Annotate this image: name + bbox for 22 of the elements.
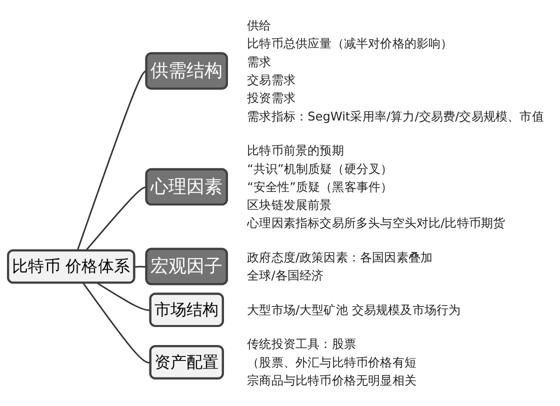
node-label: 需求指标：SegWit采用率/算力/交易费/交易规模、市值 <box>247 109 544 124</box>
node-label: 比特币总供应量（减半对价格的影响） <box>247 36 453 51</box>
node-label: “安全性”质疑（黑客事件） <box>247 180 393 194</box>
connector <box>134 266 147 268</box>
node-label: （股票、外汇与比特币价格有短 <box>247 355 416 370</box>
node-label: “共识”机制质疑（硬分叉） <box>247 162 393 176</box>
node-label: 区块链发展前景 <box>247 198 332 212</box>
node-label: 比特币前景的预期 <box>247 144 344 158</box>
connector <box>76 70 147 252</box>
node-label: 大型市场/大型矿池 交易规模及市场行为 <box>247 302 461 317</box>
connector <box>82 282 151 364</box>
node-label: 供给 <box>247 18 272 33</box>
node-label: 宗商品与比特币价格无明显相关 <box>247 373 416 388</box>
connector <box>96 282 151 312</box>
node-label: 投资需求 <box>247 91 296 106</box>
node-label: 政府态度/政策因素：各国因素叠加 <box>247 250 433 264</box>
node-label: 心理因素指标交易所多头与空头对比/比特币期货 <box>247 216 506 230</box>
node-label: 交易需求 <box>247 72 296 88</box>
node-label: 需求 <box>247 54 272 69</box>
connector <box>85 186 147 252</box>
node-label: 全球/各国经济 <box>247 268 324 283</box>
node-label: 传统投资工具：股票 <box>247 337 356 352</box>
